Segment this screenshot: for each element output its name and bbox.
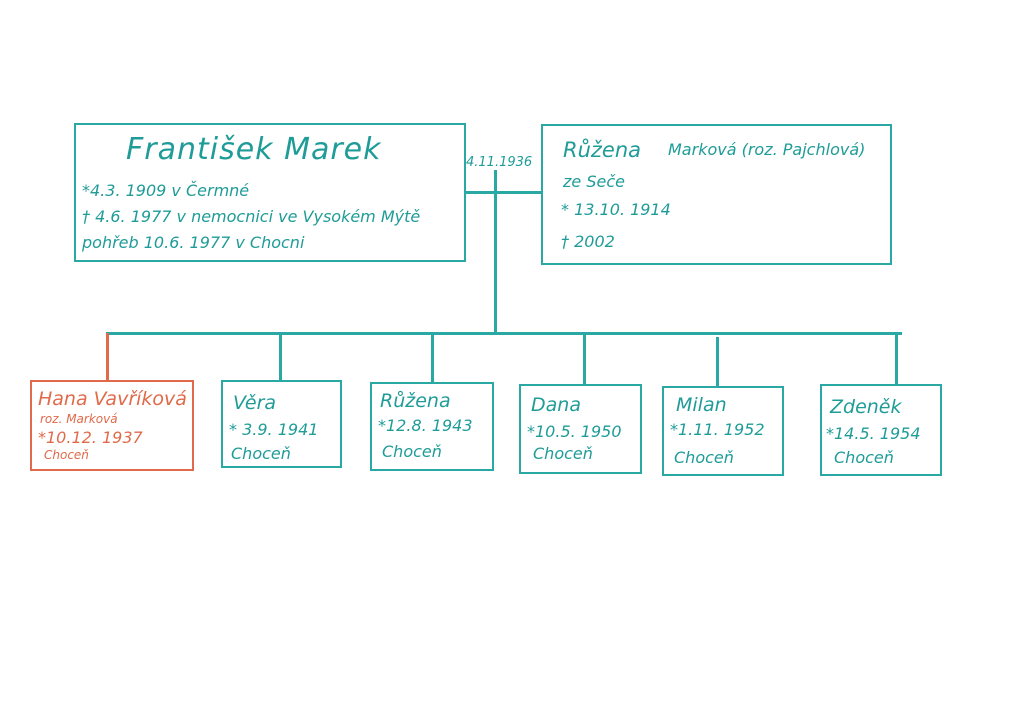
child-place: Choceň <box>674 448 734 467</box>
child-box-zdenek: Zdeněk *14.5. 1954 Choceň <box>820 384 942 476</box>
child-born: *10.5. 1950 <box>527 422 622 441</box>
child-born: *1.11. 1952 <box>670 420 765 439</box>
child-place: Choceň <box>44 448 89 462</box>
child-name: Zdeněk <box>830 396 902 418</box>
father-death: † 4.6. 1977 v nemocnici ve Vysokém Mýtě <box>82 207 421 226</box>
child-born: *14.5. 1954 <box>826 424 921 443</box>
child-box-dana: Dana *10.5. 1950 Choceň <box>519 384 642 474</box>
child-born: * 3.9. 1941 <box>229 420 319 439</box>
child-4-connector <box>583 333 586 384</box>
child-born: *12.8. 1943 <box>378 416 473 435</box>
child-1-connector <box>106 333 109 380</box>
child-place: Choceň <box>382 442 442 461</box>
mother-origin: ze Seče <box>563 172 625 191</box>
child-name: Hana Vavříková <box>38 388 187 410</box>
child-born: *10.12. 1937 <box>38 428 143 447</box>
mother-name: Růžena <box>563 138 642 162</box>
child-box-milan: Milan *1.11. 1952 Choceň <box>662 386 784 476</box>
marriage-drop-line <box>494 170 497 334</box>
marriage-date: 4.11.1936 <box>466 155 533 170</box>
mother-surname: Marková (roz. Pajchlová) <box>668 140 866 159</box>
child-3-connector <box>431 333 434 382</box>
father-birth: *4.3. 1909 v Čermné <box>82 181 250 200</box>
child-name: Dana <box>531 394 581 416</box>
father-funeral: pohřeb 10.6. 1977 v Chocni <box>82 233 305 252</box>
child-6-connector <box>895 333 898 384</box>
child-maiden-name: roz. Marková <box>40 412 118 426</box>
child-name: Růžena <box>380 390 451 412</box>
child-box-hana: Hana Vavříková roz. Marková *10.12. 1937… <box>30 380 194 471</box>
mother-death: † 2002 <box>561 232 615 251</box>
father-box: František Marek *4.3. 1909 v Čermné † 4.… <box>74 123 466 262</box>
mother-box: Růžena Marková (roz. Pajchlová) ze Seče … <box>541 124 892 265</box>
child-place: Choceň <box>231 444 291 463</box>
children-horizontal-line <box>106 332 902 335</box>
mother-birth: * 13.10. 1914 <box>561 200 671 219</box>
child-place: Choceň <box>834 448 894 467</box>
father-name: František Marek <box>126 132 382 167</box>
child-name: Milan <box>676 394 727 416</box>
child-box-ruzena: Růžena *12.8. 1943 Choceň <box>370 382 494 471</box>
child-2-connector <box>279 333 282 380</box>
child-place: Choceň <box>533 444 593 463</box>
marriage-line <box>464 191 542 194</box>
child-name: Věra <box>233 392 277 414</box>
child-box-vera: Věra * 3.9. 1941 Choceň <box>221 380 342 468</box>
child-5-connector <box>716 337 719 386</box>
